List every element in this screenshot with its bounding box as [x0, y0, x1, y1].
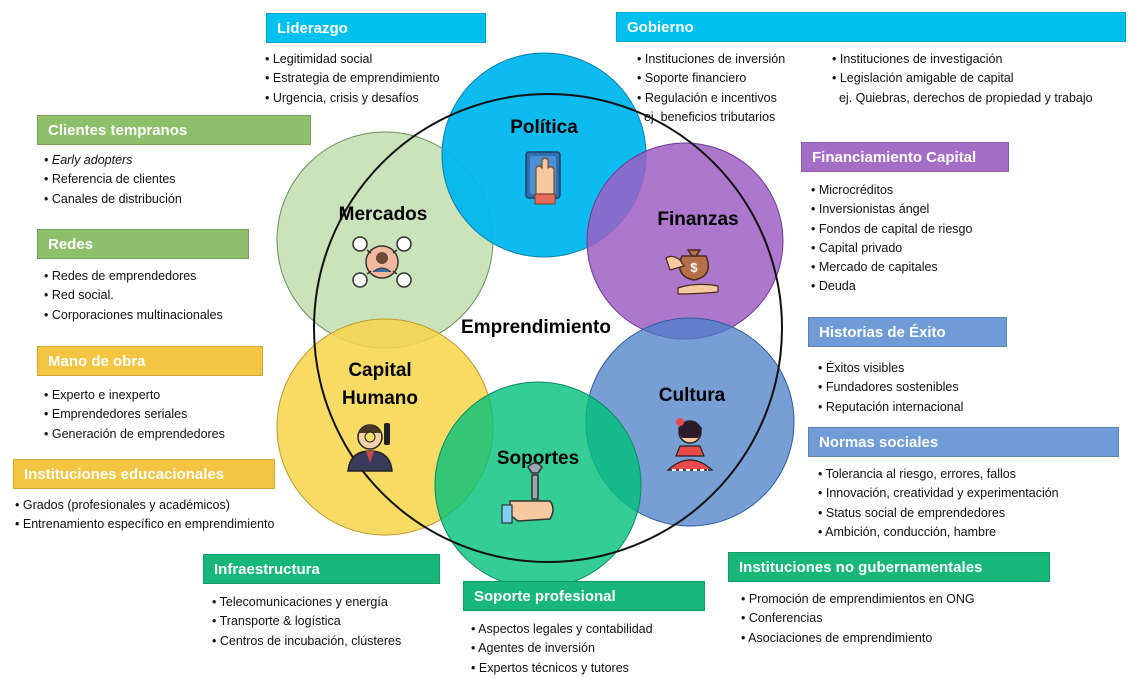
outer-ring — [313, 93, 783, 563]
soporte-profesional-title-text: Soporte profesional — [474, 587, 616, 605]
list-item: Estrategia de emprendimiento — [265, 69, 440, 88]
list-item: Agentes de inversión — [471, 639, 653, 658]
infraestructura-list: Telecomunicaciones y energía Transporte … — [212, 593, 402, 651]
list-item: Legitimidad social — [265, 50, 440, 69]
list-item: Conferencias — [741, 609, 975, 628]
list-item: Promoción de emprendimientos en ONG — [741, 590, 975, 609]
list-item: Tolerancia al riesgo, errores, fallos — [818, 465, 1059, 484]
hand-on-book-icon — [525, 151, 561, 205]
list-item: Éxitos visibles — [818, 359, 963, 378]
gobierno-list-2: Instituciones de investigación Legislaci… — [832, 50, 1093, 108]
historias-list: Éxitos visibles Fundadores sostenibles R… — [818, 359, 964, 417]
normas-list: Tolerancia al riesgo, errores, fallos In… — [818, 465, 1059, 542]
infraestructura-title: Infraestructura — [203, 554, 440, 584]
list-item: Deuda — [811, 277, 972, 296]
list-item: Fondos de capital de riesgo — [811, 220, 973, 239]
circle-label-cultura: Cultura — [659, 385, 726, 406]
list-item: Ambición, conducción, hambre — [818, 523, 1059, 542]
list-item: Legislación amigable de capital — [832, 69, 1093, 88]
list-item: Aspectos legales y contabilidad — [471, 620, 652, 639]
list-item: Innovación, creatividad y experimentació… — [818, 484, 1059, 503]
liderazgo-title-text: Liderazgo — [277, 19, 348, 37]
list-item: Redes de emprendedores — [44, 267, 223, 286]
clientes-title-text: Clientes tempranos — [48, 121, 188, 139]
financiamiento-title-text: Financiamiento Capital — [812, 148, 977, 166]
person-idea-icon — [347, 423, 393, 472]
gobierno-title-text: Gobierno — [627, 18, 694, 36]
list-item: Inversionistas ángel — [811, 200, 972, 219]
list-item: Early adopters — [44, 151, 182, 170]
redes-list: Redes de emprendedores Red social. Corpo… — [44, 267, 223, 325]
circle-label-finanzas: Finanzas — [657, 209, 738, 230]
svg-text:$: $ — [690, 260, 698, 275]
infraestructura-title-text: Infraestructura — [214, 560, 320, 578]
financiamiento-title: Financiamiento Capital — [801, 142, 1009, 172]
circle-finanzas — [586, 142, 784, 340]
circle-label-humano: Humano — [342, 388, 418, 409]
gobierno-title: Gobierno — [616, 12, 1126, 42]
list-item: Instituciones de inversión — [637, 50, 785, 69]
money-bag-hand-icon: $ — [665, 249, 719, 295]
list-item: Generación de emprendedores — [44, 425, 225, 444]
list-item: Asociaciones de emprendimiento — [741, 629, 975, 648]
liderazgo-title: Liderazgo — [266, 13, 486, 43]
clientes-list: Early adopters Referencia de clientes Ca… — [44, 151, 182, 209]
list-item: Entrenamiento específico en emprendimien… — [15, 515, 275, 534]
center-label: Emprendimiento — [461, 317, 611, 338]
list-item: Regulación e incentivos — [637, 89, 785, 108]
list-item: Grados (profesionales y académicos) — [15, 496, 274, 515]
list-item: Red social. — [44, 286, 223, 305]
normas-title: Normas sociales — [808, 427, 1119, 457]
list-item: Status social de emprendedores — [818, 504, 1059, 523]
list-item: Experto e inexperto — [44, 386, 225, 405]
circle-label-soportes: Soportes — [497, 448, 579, 469]
list-item: Instituciones de investigación — [832, 50, 1093, 69]
list-item: Telecomunicaciones y energía — [212, 593, 401, 612]
list-item: Soporte financiero — [637, 69, 785, 88]
list-item: Urgencia, crisis y desafíos — [265, 89, 440, 108]
redes-title-text: Redes — [48, 235, 94, 253]
educacionales-list: Grados (profesionales y académicos) Entr… — [15, 496, 275, 535]
list-item: Centros de incubación, clústeres — [212, 632, 401, 651]
circle-label-capital: Capital — [348, 360, 411, 381]
list-item-continuation: ej. beneficios tributarios — [643, 109, 776, 124]
mano-obra-list: Experto e inexperto Emprendedores serial… — [44, 386, 225, 444]
dancer-icon — [666, 418, 714, 471]
clientes-title: Clientes tempranos — [37, 115, 311, 145]
normas-title-text: Normas sociales — [819, 433, 939, 451]
redes-title: Redes — [37, 229, 249, 259]
list-item: Capital privado — [811, 239, 972, 258]
circle-label-politica: Política — [510, 117, 578, 138]
list-item: Emprendedores seriales — [44, 405, 225, 424]
ong-list: Promoción de emprendimientos en ONG Conf… — [741, 590, 975, 648]
list-item: Fundadores sostenibles — [818, 378, 963, 397]
list-item: Mercado de capitales — [811, 258, 972, 277]
list-item: Transporte & logística — [212, 612, 401, 631]
list-item: Microcréditos — [811, 181, 972, 200]
wrench-hand-icon — [501, 462, 554, 524]
soporte-profesional-title: Soporte profesional — [463, 581, 705, 611]
soporte-profesional-list: Aspectos legales y contabilidad Agentes … — [471, 620, 653, 678]
historias-title-text: Historias de Éxito — [819, 323, 946, 341]
gobierno-list-1: Instituciones de inversión Soporte finan… — [637, 50, 785, 127]
list-item: Canales de distribución — [44, 190, 182, 209]
ong-title: Instituciones no gubernamentales — [728, 552, 1050, 582]
mano-obra-title-text: Mano de obra — [48, 352, 146, 370]
ong-title-text: Instituciones no gubernamentales — [739, 558, 983, 576]
list-item: Reputación internacional — [818, 398, 964, 417]
liderazgo-list: Legitimidad social Estrategia de emprend… — [265, 50, 440, 108]
circle-label-mercados: Mercados — [339, 204, 428, 225]
historias-title: Historias de Éxito — [808, 317, 1007, 347]
list-item: Expertos técnicos y tutores — [471, 659, 653, 678]
financiamiento-list: Microcréditos Inversionistas ángel Fondo… — [811, 181, 973, 297]
educacionales-title-text: Instituciones educacionales — [24, 465, 225, 483]
list-item: Referencia de clientes — [44, 170, 182, 189]
list-item: Corporaciones multinacionales — [44, 306, 223, 325]
mano-obra-title: Mano de obra — [37, 346, 263, 376]
list-item-continuation: ej. Quiebras, derechos de propiedad y tr… — [838, 90, 1093, 105]
people-network-icon — [352, 236, 412, 288]
educacionales-title: Instituciones educacionales — [13, 459, 275, 489]
